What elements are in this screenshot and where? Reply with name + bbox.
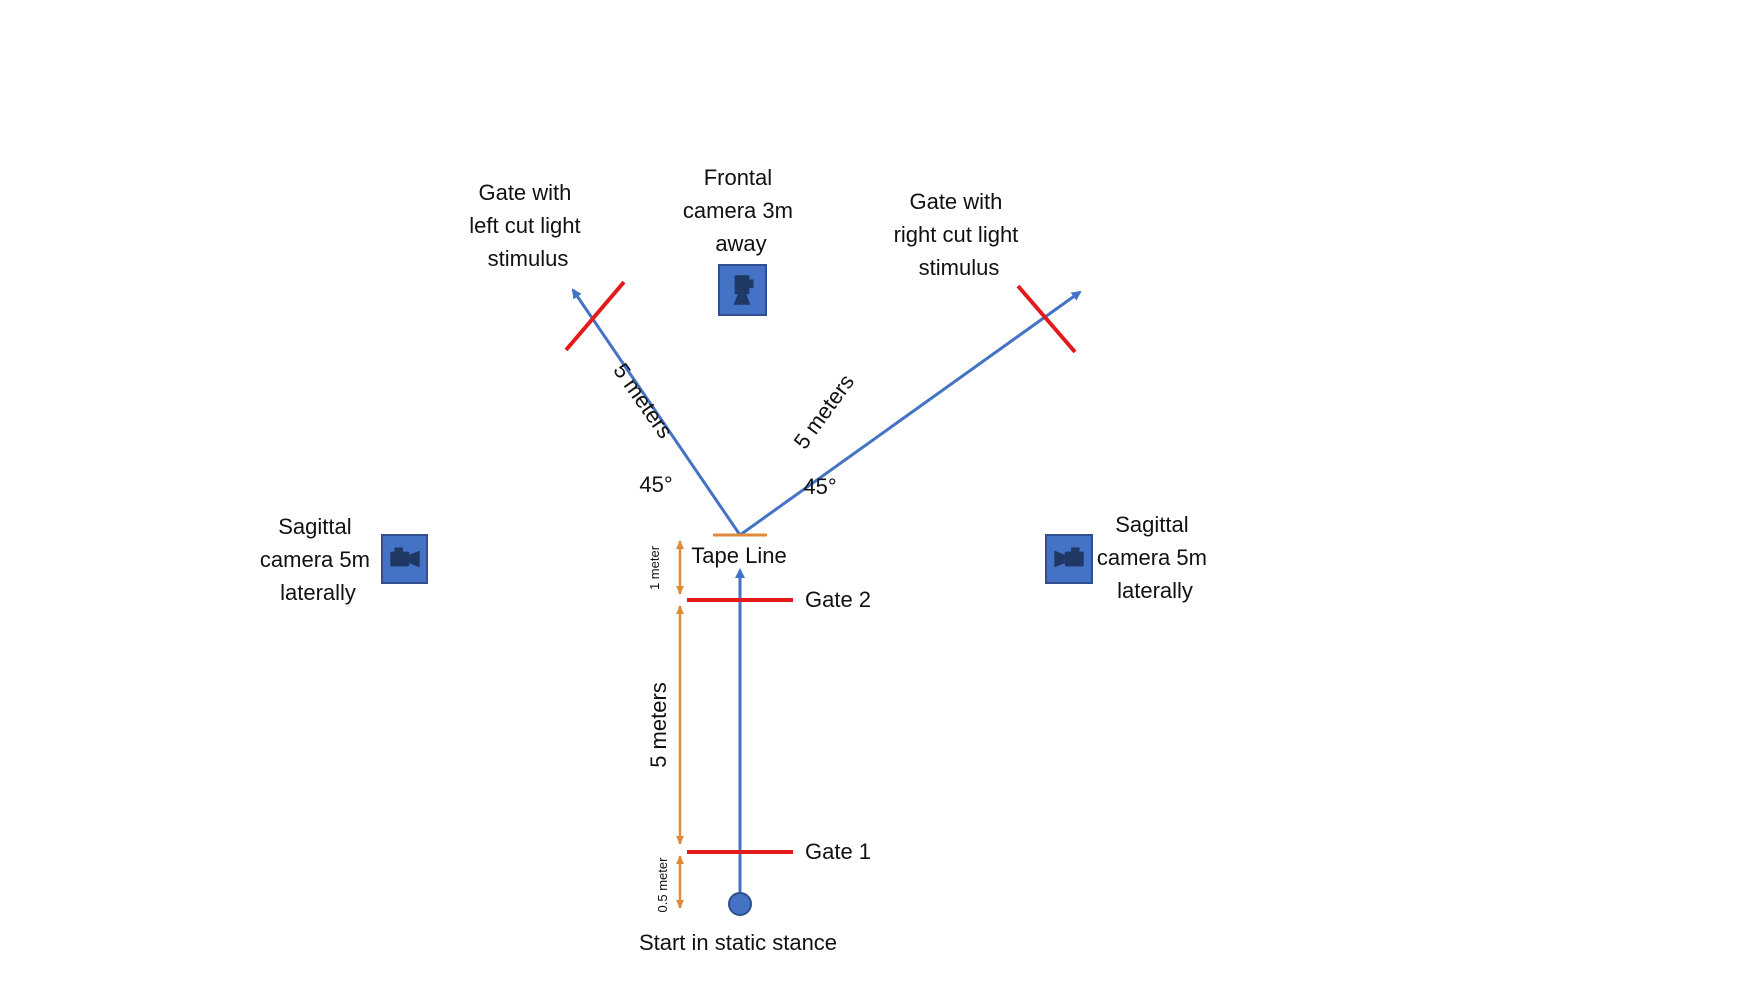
left-cut-path-arrow xyxy=(571,288,742,536)
gate-right-label: Gate with right cut light stimulus xyxy=(894,189,1025,280)
dimension-label-0-5m: 0.5 meter xyxy=(655,857,670,913)
frontal-camera-label: Frontal camera 3m away xyxy=(683,165,799,256)
start-marker-icon xyxy=(728,892,752,916)
right-angle-label: 45° xyxy=(803,474,836,499)
tape-line-label: Tape Line xyxy=(691,543,786,568)
left-arm-distance-label: 5 meters xyxy=(608,358,678,442)
start-label: Start in static stance xyxy=(639,930,837,955)
right-arm-distance-label: 5 meters xyxy=(789,370,860,454)
gate-left-label: Gate with left cut light stimulus xyxy=(469,180,586,271)
left-cut-gate-bar xyxy=(564,280,626,352)
gate-2-label: Gate 2 xyxy=(805,587,871,612)
sagittal-camera-right xyxy=(1045,534,1093,584)
frontal-camera xyxy=(718,264,767,316)
gate-1-label: Gate 1 xyxy=(805,839,871,864)
sagittal-right-label: Sagittal camera 5m laterally xyxy=(1097,512,1213,603)
left-angle-label: 45° xyxy=(639,472,672,497)
dimension-label-5m: 5 meters xyxy=(646,682,671,768)
dimension-label-1m: 1 meter xyxy=(647,545,662,590)
right-cut-path-arrow xyxy=(739,290,1082,537)
right-cut-gate-bar xyxy=(1016,284,1077,354)
sagittal-left-label: Sagittal camera 5m laterally xyxy=(260,514,376,605)
sagittal-camera-left xyxy=(381,534,428,584)
